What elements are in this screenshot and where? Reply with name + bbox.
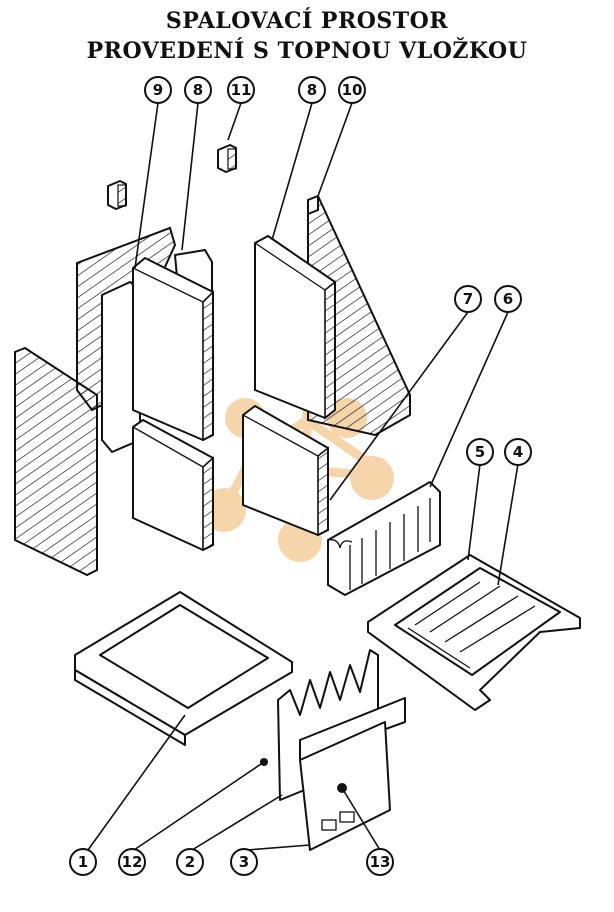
- part-11-small-block: [217, 144, 237, 173]
- part-side-panel-far-left: [14, 346, 98, 577]
- callout-8b-label: 8: [307, 81, 317, 99]
- part-1-ash-tray: [74, 591, 293, 746]
- callout-11: 11: [227, 76, 255, 104]
- callout-10: 10: [338, 76, 366, 104]
- callout-4-label: 4: [513, 443, 523, 461]
- callout-9-label: 9: [153, 81, 163, 99]
- callout-1-label: 1: [78, 853, 88, 871]
- callout-12-label: 12: [122, 853, 143, 871]
- leader-lines: [87, 102, 519, 851]
- part-small-block-left: [107, 180, 127, 210]
- callout-6-label: 6: [503, 290, 513, 308]
- callout-5-label: 5: [475, 443, 485, 461]
- callout-1: 1: [69, 848, 97, 876]
- callout-7: 7: [454, 285, 482, 313]
- callout-5: 5: [466, 438, 494, 466]
- callout-2-label: 2: [185, 853, 195, 871]
- callout-12: 12: [118, 848, 146, 876]
- part-8-plate-right-upper: [254, 235, 336, 420]
- callout-11-label: 11: [231, 81, 252, 99]
- callout-13: 13: [366, 848, 394, 876]
- part-plate-left-lower: [132, 419, 214, 552]
- callout-6: 6: [494, 285, 522, 313]
- callout-8b: 8: [298, 76, 326, 104]
- part-6-corrugated-bar: [327, 481, 441, 596]
- callout-9: 9: [144, 76, 172, 104]
- callout-13-label: 13: [370, 853, 391, 871]
- part-4-grate: [394, 567, 561, 676]
- title-line-2: PROVEDENÍ S TOPNOU VLOŽKOU: [86, 38, 528, 64]
- title-line-1: SPALOVACÍ PROSTOR: [165, 8, 449, 34]
- callout-2: 2: [176, 848, 204, 876]
- part-8-plate-left-upper: [132, 257, 214, 442]
- callout-8a: 8: [184, 76, 212, 104]
- callouts: 9 8 11 8 10 7 6 5: [69, 76, 532, 876]
- callout-3: 3: [230, 848, 258, 876]
- part-7-plate-right-lower: [242, 405, 329, 537]
- callout-10-label: 10: [342, 81, 363, 99]
- callout-7-label: 7: [463, 290, 473, 308]
- part-3-ash-box: [260, 721, 391, 851]
- callout-3-label: 3: [239, 853, 249, 871]
- callout-4: 4: [504, 438, 532, 466]
- callout-8a-label: 8: [193, 81, 203, 99]
